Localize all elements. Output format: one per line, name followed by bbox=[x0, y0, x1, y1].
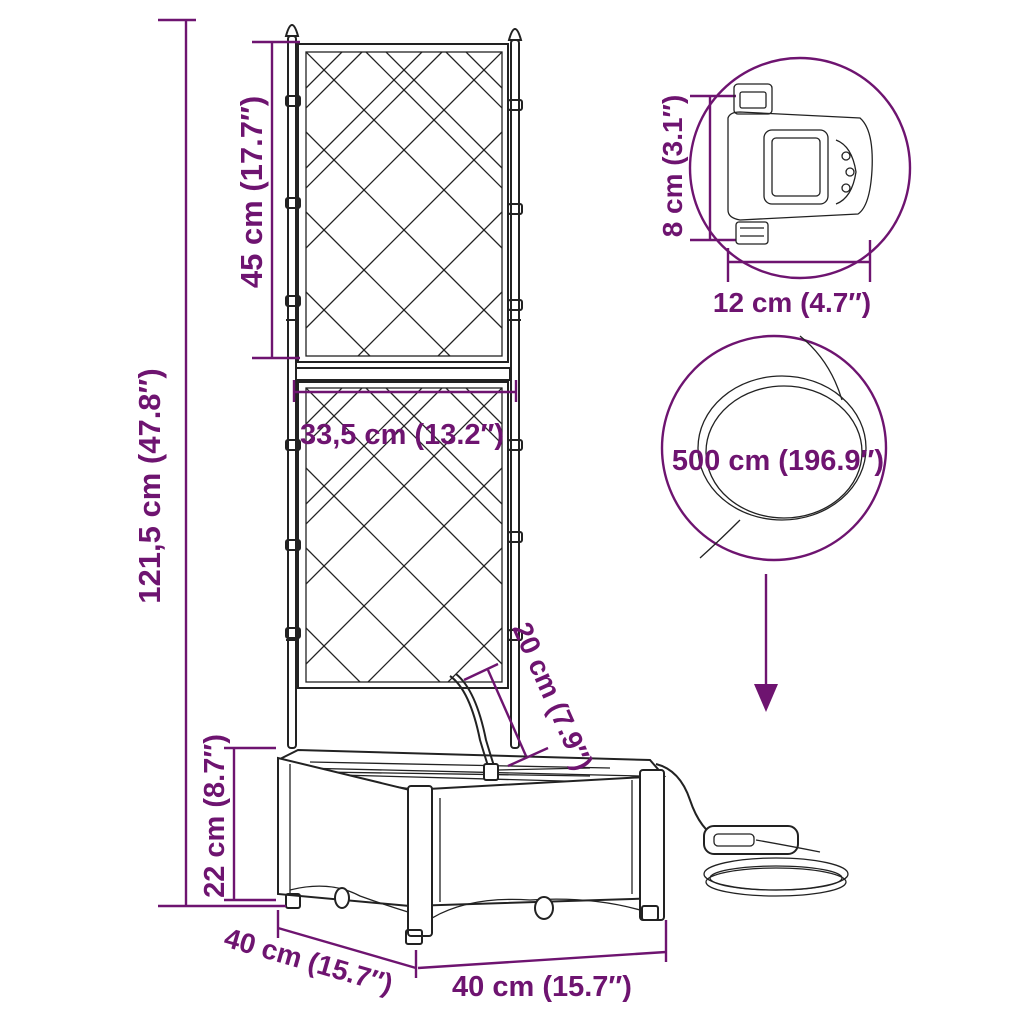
planter-box bbox=[277, 673, 667, 945]
pump-and-cable bbox=[655, 763, 849, 897]
trellis-width-label: 33,5 cm (13.2″) bbox=[300, 419, 504, 451]
box-height-label: 22 cm (8.7″) bbox=[199, 734, 231, 898]
drip-stake bbox=[449, 673, 591, 781]
arrow-down-icon bbox=[754, 684, 778, 712]
box-width-label: 40 cm (15.7″) bbox=[452, 971, 632, 1003]
timer-width-label: 12 cm (4.7″) bbox=[713, 287, 871, 318]
trellis-connector-bar bbox=[295, 367, 511, 381]
dripper-stake-label: 20 cm (7.9″) bbox=[506, 618, 599, 775]
water-timer-callout bbox=[688, 56, 912, 280]
trellis-panel-height-label: 45 cm (17.7″) bbox=[234, 96, 269, 288]
total-height-label: 121,5 cm (47.8″) bbox=[132, 368, 167, 603]
trellis-poles bbox=[284, 24, 523, 749]
trellis-upper-panel bbox=[297, 43, 509, 363]
dimension-lines bbox=[158, 18, 872, 978]
hose-callout bbox=[660, 334, 888, 712]
timer-height-label: 8 cm (3.1″) bbox=[657, 95, 688, 238]
coiled-hose-icon bbox=[697, 335, 867, 559]
box-depth-label: 40 cm (15.7″) bbox=[221, 922, 397, 1000]
hose-length-label: 500 cm (196.9″) bbox=[672, 445, 884, 477]
water-timer-icon bbox=[727, 83, 873, 245]
trellis bbox=[284, 24, 523, 749]
